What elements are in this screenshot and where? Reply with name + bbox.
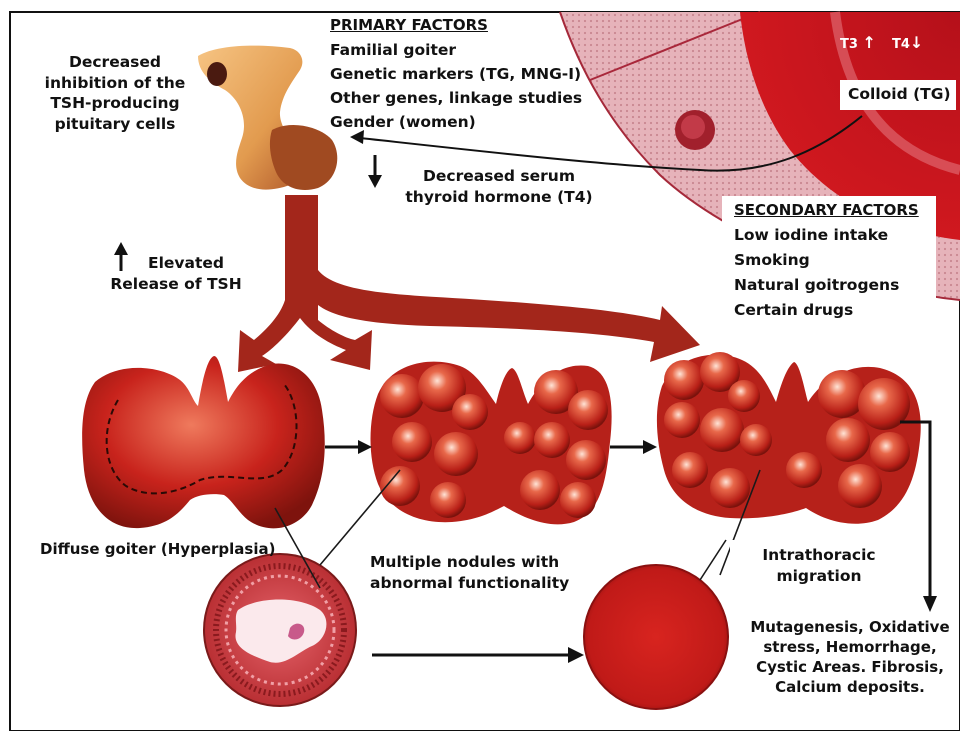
secondary-factors-heading: SECONDARY FACTORS (734, 201, 919, 221)
primary-factor-item: Other genes, linkage studies (330, 88, 582, 109)
thyroid-intrathoracic (657, 352, 921, 524)
t3-up-arrow-icon: ↑ (862, 33, 875, 52)
outcome-line: stress, Hemorrhage, (742, 638, 958, 658)
t3-label: T3 ↑ (840, 32, 876, 53)
secondary-factor-item: Smoking (734, 250, 810, 271)
decreased-serum-line: thyroid hormone (T4) (384, 187, 614, 208)
outcomes-label: Mutagenesis, Oxidative stress, Hemorrhag… (742, 618, 958, 698)
decreased-serum-line: Decreased serum (384, 166, 614, 187)
multiple-nodules-line: Multiple nodules with (370, 552, 569, 573)
degenerated-nodule (584, 565, 728, 709)
multiple-nodules-label: Multiple nodules with abnormal functiona… (370, 552, 569, 593)
down-arrow-icon (368, 155, 382, 188)
secondary-factor-item: Natural goitrogens (734, 275, 899, 296)
t4-label: T4↓ (892, 32, 923, 53)
t4-text: T4 (892, 37, 910, 52)
primary-factor-item: Gender (women) (330, 112, 476, 133)
follicle-progression-arrow (372, 647, 584, 663)
elevated-tsh-line: Elevated (110, 253, 242, 274)
elevated-tsh-line: Release of TSH (110, 274, 242, 295)
secondary-factor-item: Certain drugs (734, 300, 853, 321)
colloid-label: Colloid (TG) (848, 84, 951, 105)
secondary-factor-item: Low iodine intake (734, 225, 888, 246)
outcome-line: Cystic Areas. Fibrosis, (742, 658, 958, 678)
decreased-inhibition-line: TSH-producing (40, 93, 190, 114)
intrathoracic-line: migration (736, 566, 902, 587)
tsh-flow-arrow (238, 195, 700, 372)
primary-factor-item: Familial goiter (330, 40, 456, 61)
intrathoracic-label: Intrathoracic migration (736, 545, 902, 586)
decreased-serum-label: Decreased serum thyroid hormone (T4) (384, 166, 614, 207)
outcome-line: Calcium deposits. (742, 678, 958, 698)
outcome-line: Mutagenesis, Oxidative (742, 618, 958, 638)
thyroid-multiple-nodules (371, 362, 612, 525)
t3-text: T3 (840, 37, 858, 52)
multiple-nodules-line: abnormal functionality (370, 573, 569, 594)
decreased-inhibition-label: Decreased inhibition of the TSH-producin… (40, 52, 190, 134)
decreased-inhibition-line: inhibition of the (40, 73, 190, 94)
intrathoracic-line: Intrathoracic (736, 545, 902, 566)
primary-factor-item: Genetic markers (TG, MNG-I) (330, 64, 581, 85)
t4-down-arrow-icon: ↓ (910, 33, 923, 52)
pituitary-gland (198, 46, 337, 190)
thyroid-diffuse-goiter (82, 356, 325, 528)
diffuse-goiter-label: Diffuse goiter (Hyperplasia) (40, 540, 275, 560)
follicle-hyperplasia (204, 554, 356, 706)
elevated-tsh-label: Elevated Release of TSH (110, 253, 242, 294)
primary-factors-heading: PRIMARY FACTORS (330, 16, 488, 36)
decreased-inhibition-line: Decreased (40, 52, 190, 73)
decreased-inhibition-line: pituitary cells (40, 114, 190, 135)
